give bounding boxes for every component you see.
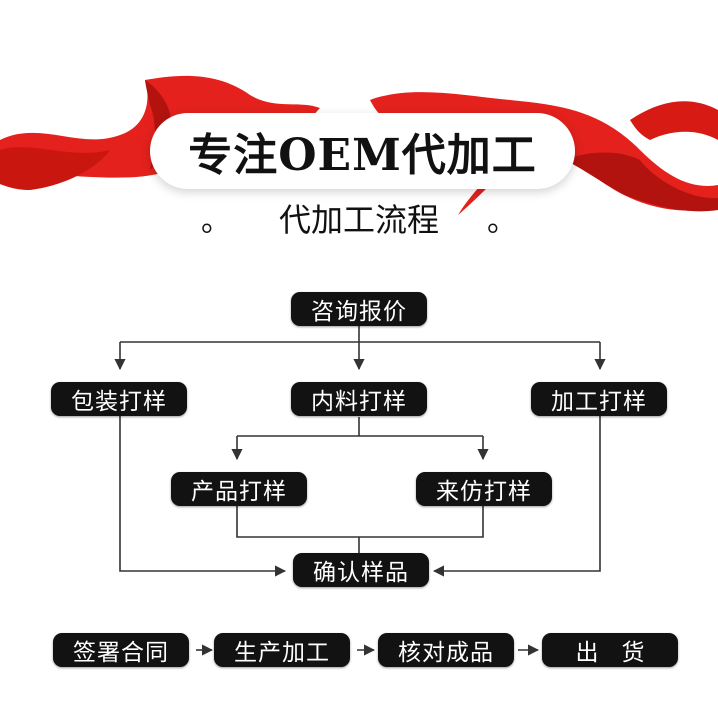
subtitle-left-mark: 。 (200, 204, 231, 239)
step-production: 生产加工 (214, 633, 350, 667)
arrow-packaging-to-confirm (119, 416, 287, 577)
ribbon-left-tail (0, 147, 110, 190)
ribbon-right-fold (565, 152, 718, 212)
arrow-processing-to-confirm (432, 416, 601, 577)
connector-sub-merge (236, 506, 484, 538)
node-packaging-sample: 包装打样 (51, 382, 187, 416)
step-sign-contract: 签署合同 (53, 633, 189, 667)
step-shipping: 出 货 (542, 633, 678, 667)
node-product-sample: 产品打样 (171, 472, 307, 506)
subtitle-row: 。 代加工流程 。 (0, 196, 718, 240)
node-confirm-sample: 确认样品 (293, 553, 429, 587)
node-inquiry: 咨询报价 (291, 292, 427, 326)
node-custom-sample: 来仿打样 (416, 472, 552, 506)
subtitle-right-mark: 。 (487, 204, 517, 239)
ribbon-right-curl (630, 101, 718, 140)
subtitle-text: 代加工流程 (278, 201, 439, 239)
page-title: 专注OEM代加工 (150, 113, 575, 189)
node-processing-sample: 加工打样 (531, 382, 667, 416)
step-inspection: 核对成品 (378, 633, 514, 667)
node-material-sample: 内料打样 (291, 382, 427, 416)
